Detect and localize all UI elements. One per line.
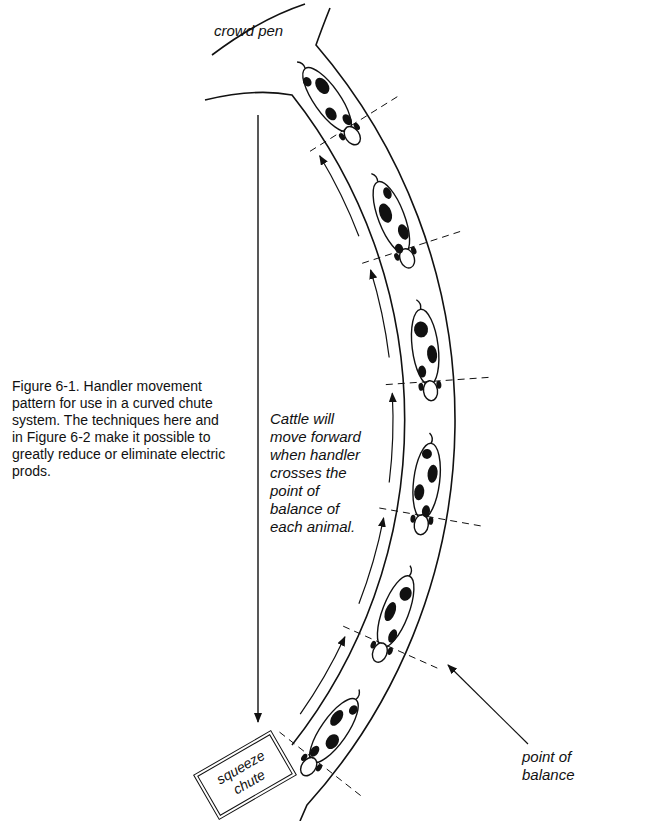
cow-spot	[413, 321, 429, 339]
squeeze-chute-box: squeeze chute	[193, 730, 297, 820]
balance-line	[386, 377, 489, 384]
cow	[292, 684, 372, 782]
handler-arrow	[389, 393, 393, 482]
handler-arrow	[371, 270, 390, 358]
handler-arrow	[300, 637, 345, 714]
cow-head	[422, 380, 438, 402]
cow-tail	[416, 299, 421, 309]
cow-ear	[315, 763, 324, 772]
cow	[406, 298, 444, 402]
cow-ear	[393, 252, 401, 261]
area-label: crowd pen	[214, 22, 304, 40]
handler-arrow	[359, 518, 384, 604]
cow-ear	[418, 383, 424, 392]
cow-spot	[396, 223, 411, 242]
cow-spot	[386, 628, 398, 644]
cow-head	[413, 514, 429, 536]
cow-spot	[382, 600, 399, 622]
cow-ear	[436, 380, 442, 389]
cow-tail	[428, 433, 433, 443]
cow-tail	[406, 566, 413, 577]
cow-spot	[327, 708, 346, 728]
cow	[407, 432, 445, 536]
cow-ear	[370, 640, 378, 649]
cow-spot	[413, 484, 425, 501]
box-text: squeeze chute	[209, 744, 281, 805]
cow-spot	[301, 75, 313, 88]
cow-spot	[323, 732, 342, 752]
balance-line	[310, 97, 397, 152]
cow-spot	[376, 202, 394, 225]
cow-ear	[410, 514, 416, 523]
leader-arrow	[448, 665, 528, 744]
cow-spot	[347, 704, 359, 717]
figure-caption: Figure 6-1. Handler movement pattern for…	[12, 378, 226, 480]
crowd-pen-wall	[212, 4, 305, 55]
cow	[362, 168, 423, 273]
cow-ear	[300, 753, 309, 762]
note-text: Cattle will move forward when handler cr…	[270, 410, 366, 536]
cow-body	[370, 571, 422, 651]
cow-spot	[323, 105, 339, 122]
cow-spot	[421, 448, 432, 459]
cow-spot	[312, 75, 332, 97]
cow-spot	[417, 365, 426, 378]
cow	[289, 53, 369, 151]
pointer-label: point of balance	[522, 748, 602, 784]
cow-ear	[352, 122, 361, 131]
balance-line	[343, 626, 437, 668]
cow-ear	[338, 132, 347, 141]
balance-line	[280, 732, 361, 796]
cow-spot	[426, 345, 438, 364]
cow-spot	[421, 505, 430, 518]
cow-spot	[398, 585, 414, 602]
handler-return-arrow	[257, 115, 258, 722]
cow-body	[408, 308, 443, 387]
cow-spot	[427, 464, 439, 483]
balance-line	[379, 508, 480, 526]
cow-head	[370, 641, 390, 665]
balance-line	[362, 232, 460, 264]
cow-spot	[394, 243, 405, 255]
cow-body	[409, 442, 444, 521]
cow-body	[366, 177, 418, 257]
cow	[364, 562, 425, 667]
cow-spot	[382, 186, 394, 200]
handler-arrow	[320, 156, 359, 236]
